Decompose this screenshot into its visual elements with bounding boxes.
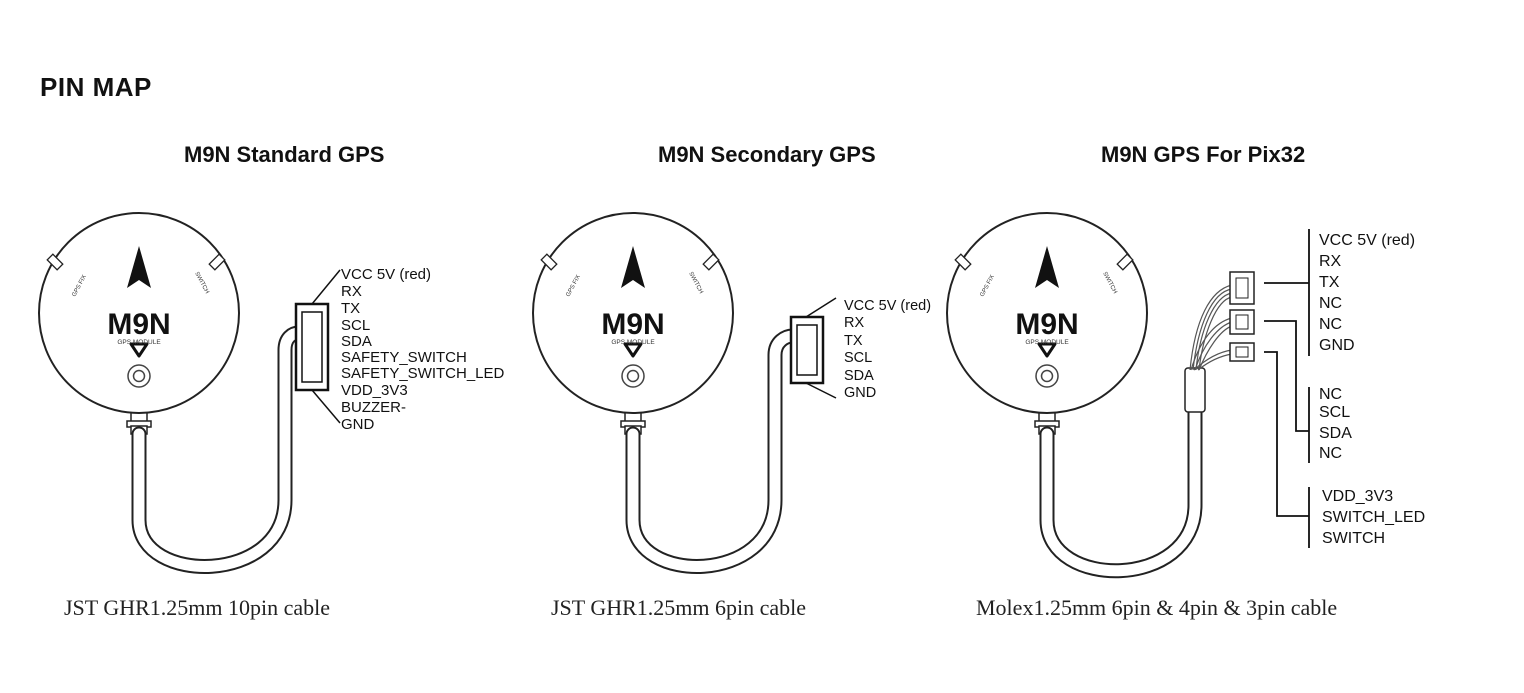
module-logo: M9N: [601, 308, 664, 341]
module-labels: M9N GPS MODULE GPS FIX SWITCH M9N GPS MO…: [71, 271, 1117, 346]
gps-module-standard: [37, 211, 341, 574]
panel-title-standard: M9N Standard GPS: [184, 142, 385, 167]
jst-6pin-connector: [789, 315, 825, 385]
pin-label: SAFETY_SWITCH: [341, 349, 467, 366]
gps-module-pix32: [945, 211, 1310, 579]
pin-label: SCL: [844, 350, 873, 366]
pin-label: SCL: [1319, 404, 1351, 421]
pin-label: VCC 5V (red): [1319, 232, 1416, 249]
panel-title-pix32: M9N GPS For Pix32: [1101, 142, 1306, 167]
molex-3pin-connector: [1229, 342, 1255, 362]
jst-10pin-connector: [294, 302, 330, 392]
module-sublabel: GPS MODULE: [117, 339, 161, 346]
pin-label: VCC 5V (red): [844, 298, 932, 314]
molex-6pin-connector: [1229, 271, 1255, 305]
pin-label: SDA: [844, 368, 874, 384]
module-logo: M9N: [1015, 308, 1078, 341]
panel-title-secondary: M9N Secondary GPS: [658, 142, 876, 167]
pin-label: TX: [844, 333, 863, 349]
pin-label: SDA: [1319, 425, 1352, 442]
pin-label: RX: [341, 283, 362, 300]
pin-label: NC: [1319, 316, 1343, 333]
pin-label: GND: [1319, 337, 1355, 354]
page-heading: PIN MAP: [40, 72, 152, 102]
module-sublabel: GPS MODULE: [611, 339, 655, 346]
pin-label: SWITCH_LED: [1322, 509, 1426, 526]
pin-label: RX: [844, 315, 865, 331]
pin-label: SAFETY_SWITCH_LED: [341, 365, 505, 382]
pin-label: RX: [1319, 253, 1342, 270]
cable-caption-pix32: Molex1.25mm 6pin & 4pin & 3pin cable: [976, 595, 1338, 620]
pin-label: SWITCH: [1322, 530, 1386, 547]
cable-caption-standard: JST GHR1.25mm 10pin cable: [64, 595, 331, 620]
cable-caption-secondary: JST GHR1.25mm 6pin cable: [551, 595, 807, 620]
module-sublabel: GPS MODULE: [1025, 339, 1069, 346]
pin-label: TX: [341, 300, 361, 317]
pin-label: GND: [844, 385, 877, 401]
pin-label: NC: [1319, 445, 1343, 462]
module-logo: M9N: [107, 308, 170, 341]
pin-label: TX: [1319, 274, 1340, 291]
pin-label: GND: [341, 416, 375, 433]
pin-label: VCC 5V (red): [341, 266, 432, 283]
pin-label: VDD_3V3: [1322, 488, 1394, 505]
pin-label: NC: [1319, 386, 1343, 403]
pin-label: SCL: [341, 317, 371, 334]
gps-module-secondary: [531, 211, 837, 574]
molex-4pin-connector: [1229, 309, 1255, 335]
pin-label: SDA: [341, 333, 372, 350]
pin-label: BUZZER-: [341, 399, 406, 416]
pin-label: VDD_3V3: [341, 382, 408, 399]
pin-label: NC: [1319, 295, 1343, 312]
